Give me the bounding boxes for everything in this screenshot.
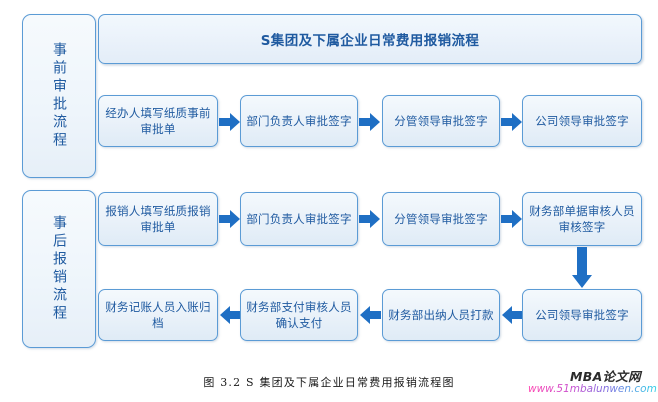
step-r3c4-label: 公司领导审批签字 — [535, 308, 629, 322]
arrow-right-r1-1 — [219, 111, 241, 133]
step-r2c1-label: 报销人填写纸质报销审批单 — [105, 204, 211, 234]
step-r2c1: 报销人填写纸质报销审批单 — [98, 192, 218, 246]
arrow-left-r3-2 — [359, 304, 381, 326]
arrow-left-r3-3 — [501, 304, 523, 326]
arrow-down-connector — [571, 247, 593, 289]
step-r3c3-label: 财务部出纳人员打款 — [388, 308, 494, 322]
arrow-right-r1-3 — [501, 111, 523, 133]
step-r3c1-label: 财务记账人员入账归档 — [105, 300, 211, 330]
step-r2c4: 财务部单据审核人员审核签字 — [522, 192, 642, 246]
band-post-reimbursement-label: 事后报销流程 — [51, 215, 67, 323]
step-r1c4-label: 公司领导审批签字 — [535, 114, 629, 128]
step-r1c4: 公司领导审批签字 — [522, 95, 642, 147]
arrow-right-r2-2 — [359, 208, 381, 230]
banner-title-box: S集团及下属企业日常费用报销流程 — [98, 14, 642, 64]
step-r1c1-label: 经办人填写纸质事前审批单 — [105, 106, 211, 136]
arrow-right-r2-1 — [219, 208, 241, 230]
step-r1c1: 经办人填写纸质事前审批单 — [98, 95, 218, 147]
arrow-right-r1-2 — [359, 111, 381, 133]
step-r3c4: 公司领导审批签字 — [522, 289, 642, 341]
watermark-url: www.51mbalunwen.com — [528, 383, 657, 395]
band-pre-approval: 事前审批流程 — [22, 14, 96, 178]
step-r3c2: 财务部支付审核人员确认支付 — [240, 289, 358, 341]
step-r3c2-label: 财务部支付审核人员确认支付 — [246, 300, 352, 330]
step-r2c3: 分管领导审批签字 — [382, 192, 500, 246]
figure-caption: 图 3.2 S 集团及下属企业日常费用报销流程图 — [203, 376, 455, 389]
step-r1c2: 部门负责人审批签字 — [240, 95, 358, 147]
step-r3c1: 财务记账人员入账归档 — [98, 289, 218, 341]
step-r2c4-label: 财务部单据审核人员审核签字 — [529, 204, 635, 234]
step-r1c2-label: 部门负责人审批签字 — [246, 114, 352, 128]
watermark-brand: MBA论文网 — [570, 369, 641, 384]
band-pre-approval-label: 事前审批流程 — [51, 42, 67, 150]
step-r2c2-label: 部门负责人审批签字 — [246, 212, 352, 226]
step-r1c3: 分管领导审批签字 — [382, 95, 500, 147]
step-r2c2: 部门负责人审批签字 — [240, 192, 358, 246]
step-r2c3-label: 分管领导审批签字 — [394, 212, 488, 226]
step-r1c3-label: 分管领导审批签字 — [394, 114, 488, 128]
banner-title-text: S集团及下属企业日常费用报销流程 — [260, 33, 480, 49]
band-post-reimbursement: 事后报销流程 — [22, 190, 96, 348]
arrow-right-r2-3 — [501, 208, 523, 230]
step-r3c3: 财务部出纳人员打款 — [382, 289, 500, 341]
arrow-left-r3-1 — [219, 304, 241, 326]
